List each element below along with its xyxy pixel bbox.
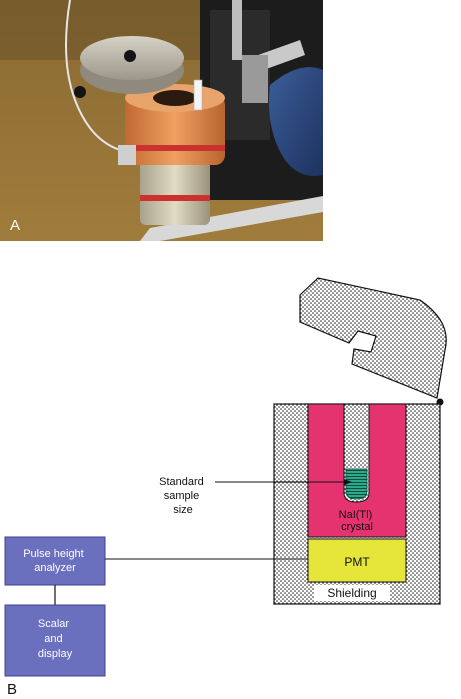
sample-tube (193, 79, 203, 111)
scalar-label-line3: display (38, 648, 73, 660)
scalar-display-box (4, 604, 106, 677)
crystal-label-line2: crystal (341, 521, 373, 533)
red-band-upper (125, 145, 225, 151)
side-latch (118, 145, 136, 165)
panel-b-label: B (7, 681, 17, 698)
well-counter-diagram: PMT Shielding NaI(Tl) crystal Standard s… (4, 277, 447, 698)
lid-knob (124, 50, 136, 62)
well-counter-photo: A (0, 0, 323, 241)
pmt-box (307, 538, 407, 583)
pmt-label: PMT (344, 555, 370, 569)
red-band-lower (140, 195, 210, 201)
crystal-label: NaI(Tl) crystal (339, 509, 376, 533)
pulse-height-analyzer-label: Pulse height analyzer (23, 548, 87, 574)
panel-a-label: A (10, 217, 20, 234)
sample-pointer-arrowhead (344, 479, 352, 485)
lid-hinge-knob (74, 86, 86, 98)
stand-bracket (242, 55, 268, 103)
well-opening (153, 90, 197, 106)
shielding-label-bg (314, 585, 390, 601)
nai-crystal (307, 403, 407, 538)
stand-pole (232, 0, 242, 60)
cable (65, 0, 121, 151)
standard-sample-label: Standard sample size (159, 476, 207, 516)
standard-sample-label-line1: Standard (159, 476, 204, 488)
standard-sample-label-line3: size (173, 504, 193, 516)
pha-label-line2: analyzer (34, 562, 76, 574)
blue-chair (269, 67, 323, 176)
standard-sample-label-line2: sample (164, 490, 199, 502)
pha-label-line1: Pulse height (23, 548, 84, 560)
scalar-display-label: Scalar and display (38, 618, 73, 660)
shielding-lid (299, 277, 447, 399)
scalar-label-line2: and (44, 633, 62, 645)
standard-sample (345, 468, 368, 500)
stand-base (140, 196, 323, 241)
crystal-label-line1: NaI(Tl) (339, 509, 373, 521)
pulse-height-analyzer-box (4, 536, 106, 586)
scalar-label-line1: Scalar (38, 618, 70, 630)
shielding-label: Shielding (327, 586, 376, 600)
